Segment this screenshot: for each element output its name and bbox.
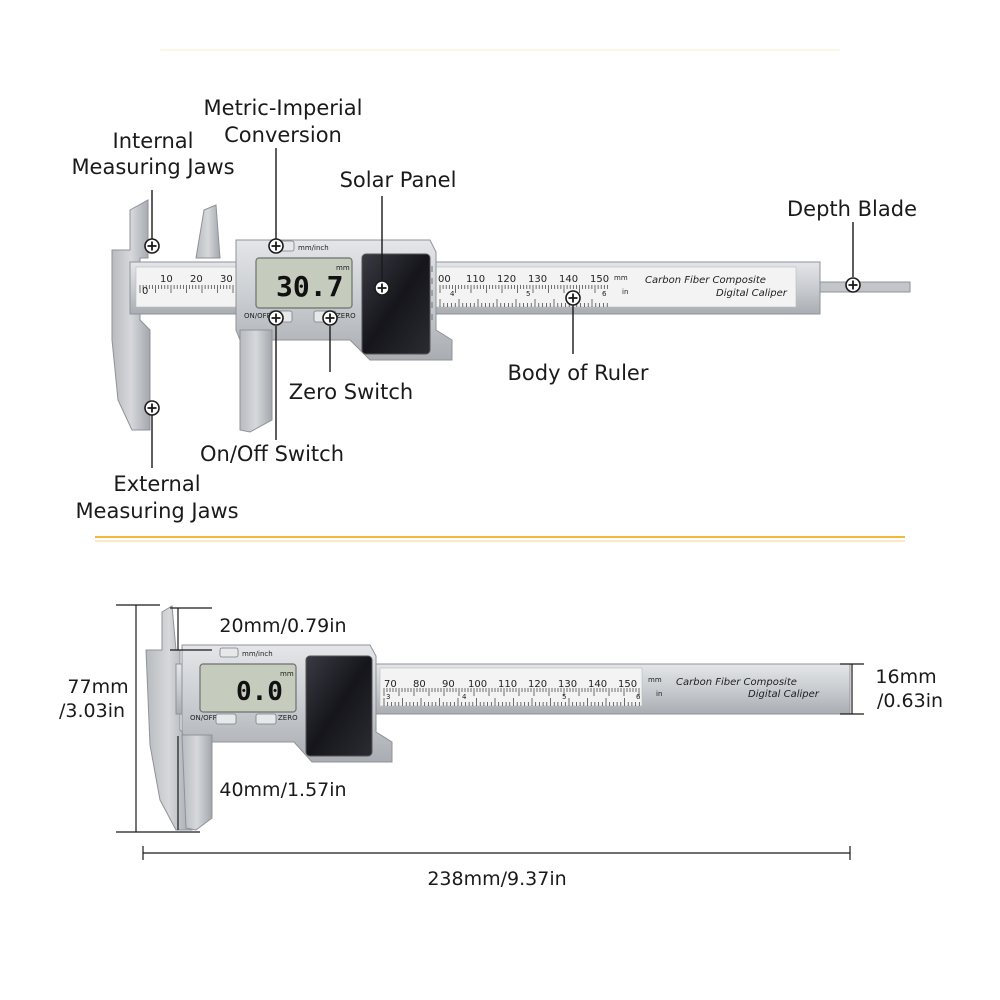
top-mode-label: mm/inch [298, 244, 329, 252]
callout-marker-icon [565, 290, 581, 306]
top-internal-jaw-tip [195, 204, 221, 259]
callout-internal-jaws-line2: Measuring Jaws [71, 155, 234, 179]
callout-on-off-switch: On/Off Switch [200, 442, 344, 466]
bottom-lcd-unit: mm [280, 670, 294, 678]
bottom-inch-label: 6 [636, 693, 641, 701]
bottom-caliper: 70 80 90 100 110 120 130 140 150 3 4 5 6… [145, 605, 851, 831]
top-lcd-value: 30.7 [276, 270, 343, 303]
callout-metric-imperial-line1: Metric-Imperial [204, 96, 363, 120]
bottom-unit-in: in [656, 690, 662, 698]
bottom-scale-label: 100 [468, 679, 487, 690]
dim-height-line1: 77mm [67, 676, 128, 698]
top-depth-blade [819, 281, 911, 293]
dim-length: 238mm/9.37in [427, 868, 566, 890]
top-scale-label: 00 [438, 274, 451, 285]
callout-internal-jaws-line1: Internal [113, 129, 194, 153]
top-fixed-jaw [111, 199, 151, 431]
dim-thickness-line2: /0.63in [877, 690, 943, 712]
bottom-mode-label: mm/inch [242, 650, 273, 658]
top-scale-label: 150 [590, 274, 609, 285]
bottom-scale-label: 70 [384, 679, 397, 690]
top-caliper: 0 10 20 30 00 110 120 130 140 150 4 5 6 … [111, 199, 911, 433]
bottom-lcd-screen [199, 663, 297, 713]
bottom-scale-label: 120 [528, 679, 547, 690]
top-inch-label: 5 [526, 290, 530, 298]
callout-solar-panel: Solar Panel [340, 168, 457, 192]
top-inch-label: 4 [450, 290, 455, 298]
callout-external-jaws-line1: External [113, 472, 200, 496]
bottom-inch-label: 4 [462, 693, 467, 701]
top-zero-label: ZERO [336, 312, 356, 320]
top-brand-line2: Digital Caliper [716, 288, 788, 299]
callout-marker-icon [268, 238, 284, 254]
callout-marker-icon [374, 280, 390, 296]
bottom-zero-label: ZERO [278, 714, 298, 722]
top-solar-panel [361, 253, 431, 355]
top-scale-label: 30 [220, 274, 233, 285]
bottom-scale-label: 80 [413, 679, 426, 690]
bottom-zero-button[interactable] [255, 713, 277, 725]
bottom-solar-panel [305, 655, 373, 757]
dimension-lines [116, 604, 864, 860]
top-scale-label: 120 [497, 274, 516, 285]
top-external-moving-jaw [239, 329, 273, 433]
callout-external-jaws-line2: Measuring Jaws [75, 499, 238, 523]
top-inch-label: 6 [602, 290, 607, 298]
bottom-lcd-value: 0.0 [236, 677, 283, 707]
bottom-mode-button[interactable] [219, 647, 239, 658]
top-scale-label: 10 [160, 274, 173, 285]
top-leader-lines [151, 148, 854, 468]
bottom-brand-line1: Carbon Fiber Composite [676, 677, 797, 688]
top-scale-label: 130 [528, 274, 547, 285]
top-scale-label: 110 [466, 274, 485, 285]
bottom-brand-line2: Digital Caliper [748, 689, 820, 700]
callout-marker-icon [322, 310, 338, 326]
dim-thickness-line1: 16mm [875, 666, 936, 688]
callout-depth-blade: Depth Blade [787, 197, 917, 221]
top-on-off-label: ON/OFF [244, 312, 271, 320]
bottom-fixed-jaw [145, 605, 193, 831]
bottom-scale-label: 150 [618, 679, 637, 690]
callout-marker-icon [144, 400, 160, 416]
top-lcd-unit: mm [336, 264, 350, 272]
bottom-scale-label: 90 [442, 679, 455, 690]
top-unit-mm: mm [614, 274, 628, 282]
top-unit-in: in [622, 288, 628, 296]
callout-metric-imperial-line2: Conversion [224, 123, 342, 147]
bottom-inch-label: 3 [386, 693, 390, 701]
callout-marker-icon [144, 238, 160, 254]
dim-jaw-top: 20mm/0.79in [219, 615, 346, 637]
bottom-scale-label: 140 [588, 679, 607, 690]
bottom-scale-label: 110 [498, 679, 517, 690]
callout-body-of-ruler: Body of Ruler [508, 361, 649, 385]
bottom-external-moving-jaw [181, 734, 213, 831]
top-scale-label: 0 [142, 286, 148, 297]
callout-marker-icon [845, 277, 861, 293]
top-scale-label: 140 [559, 274, 578, 285]
bottom-unit-mm: mm [648, 676, 662, 684]
top-scale-label: 20 [190, 274, 203, 285]
bottom-inch-label: 5 [562, 693, 566, 701]
dim-height-line2: /3.03in [59, 700, 125, 722]
top-lcd-screen [255, 257, 353, 309]
callout-zero-switch: Zero Switch [289, 380, 413, 404]
bottom-scale-label: 130 [558, 679, 577, 690]
dim-jaw-bottom: 40mm/1.57in [219, 779, 346, 801]
callout-marker-icon [268, 310, 284, 326]
top-brand-line1: Carbon Fiber Composite [645, 275, 766, 286]
bottom-on-off-button[interactable] [215, 713, 237, 725]
bottom-on-off-label: ON/OFF [190, 714, 217, 722]
